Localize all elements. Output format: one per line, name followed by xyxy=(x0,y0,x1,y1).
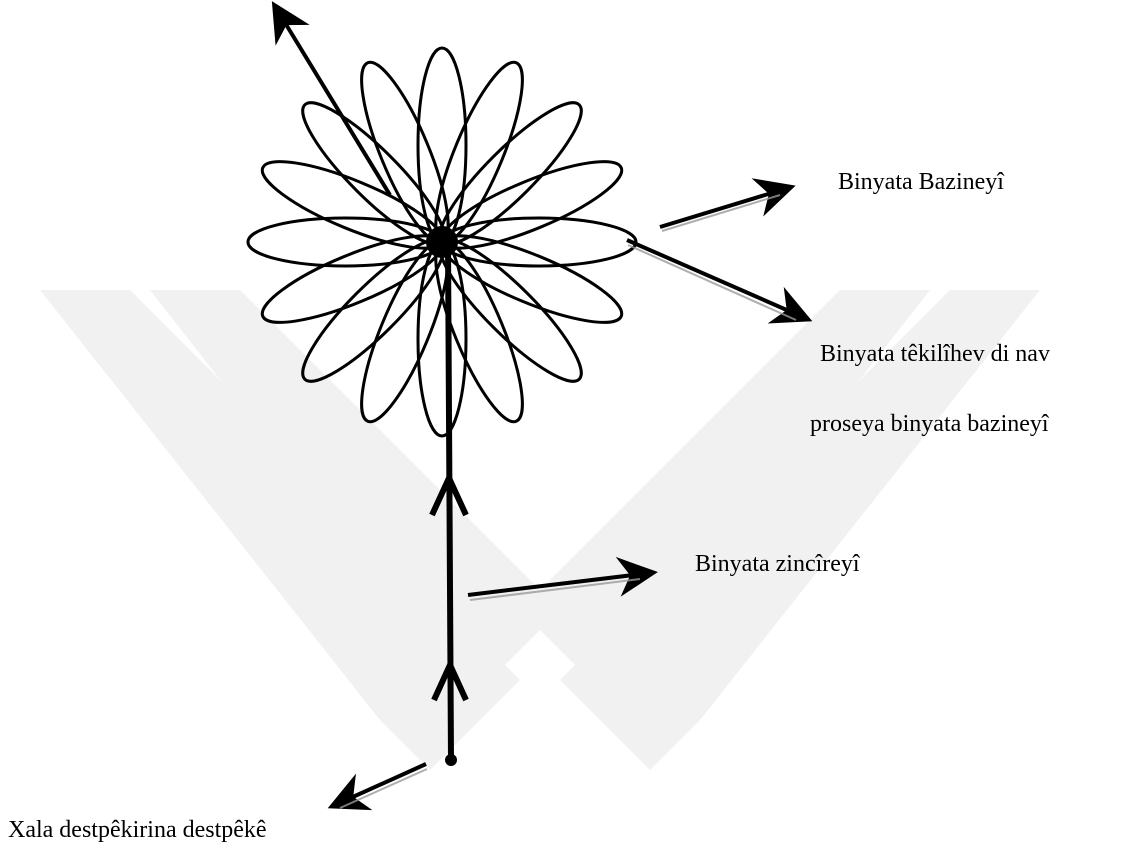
arrow-to-start-state xyxy=(327,762,427,811)
flower-petal xyxy=(246,216,444,268)
chain-stem xyxy=(429,244,469,766)
label-formation-structure-line1: Binyata têkilîhev di nav xyxy=(820,341,1050,367)
flower-petal xyxy=(440,216,638,268)
watermark-logo xyxy=(40,290,1040,770)
arrow-top-left xyxy=(271,1,392,197)
arrow-to-chain-structure xyxy=(467,556,658,597)
flower-petal xyxy=(440,234,624,324)
label-start-state: Xala destpêkirina destpêkê xyxy=(8,817,267,843)
arrow-to-base-structure xyxy=(659,178,796,229)
flower-petal xyxy=(440,160,624,250)
flower-petal xyxy=(416,240,468,438)
flower-petal xyxy=(416,46,468,244)
flower-petal xyxy=(434,240,524,424)
flower-center xyxy=(426,226,458,258)
arrow-shading xyxy=(339,194,797,809)
pointer-arrows xyxy=(271,1,813,811)
label-base-structure: Binyata Bazineyî xyxy=(838,169,1004,195)
stem-start-dot xyxy=(445,754,457,766)
flower-petal xyxy=(434,60,524,244)
label-chain-structure: Binyata zincîreyî xyxy=(695,551,860,577)
flower-petal xyxy=(260,160,444,250)
stem-arrowhead-upper xyxy=(429,470,469,517)
label-formation-structure-line2: proseya binyata bazineyî xyxy=(810,411,1049,437)
stem-arrowhead-lower xyxy=(431,657,469,702)
arrow-to-formation-structure xyxy=(626,238,813,324)
flower-petal xyxy=(260,234,444,324)
